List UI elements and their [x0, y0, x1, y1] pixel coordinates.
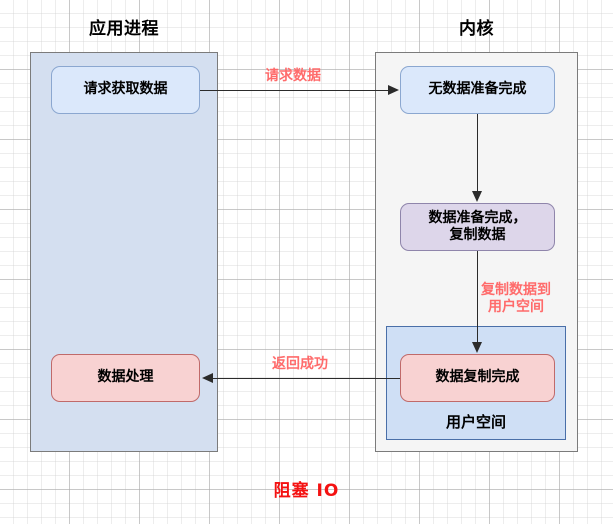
- app-process-lane-title: 应用进程: [89, 19, 159, 39]
- node-data-ready-copying: 数据准备完成， 复制数据: [400, 203, 555, 251]
- node-request-data: 请求获取数据: [51, 66, 200, 114]
- connector-ready-to-copied-line: [477, 251, 478, 343]
- connector-return-line: [213, 378, 400, 379]
- node-no-data-ready: 无数据准备完成: [400, 66, 555, 114]
- diagram-caption: 阻塞 IO: [273, 481, 340, 501]
- edge-label-copy-to-userspace: 复制数据到 用户空间: [481, 282, 551, 315]
- connector-return-arrowhead-icon: [202, 372, 213, 383]
- node-data-processing: 数据处理: [51, 354, 200, 402]
- user-space-label: 用户空间: [445, 413, 506, 431]
- connector-request-arrowhead-icon: [388, 84, 399, 95]
- node-data-copy-complete: 数据复制完成: [400, 354, 555, 402]
- edge-label-request-data: 请求数据: [265, 68, 321, 84]
- connector-nodata-to-ready-line: [477, 114, 478, 192]
- connector-request-line: [200, 90, 389, 91]
- connector-ready-to-copied-arrowhead-icon: [471, 342, 482, 353]
- edge-label-return-success: 返回成功: [272, 356, 328, 372]
- kernel-lane-title: 内核: [459, 19, 494, 39]
- connector-nodata-to-ready-arrowhead-icon: [471, 191, 482, 202]
